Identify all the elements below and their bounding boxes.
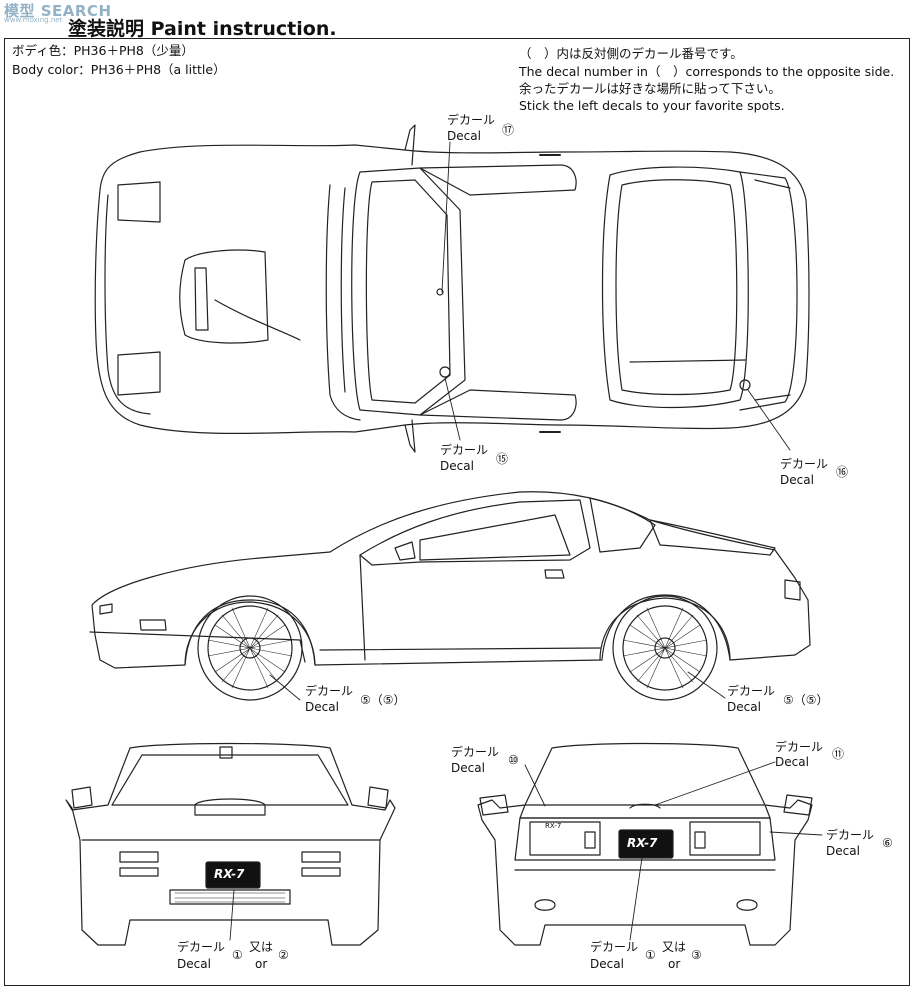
decal-5-front-num: ⑤（⑤） <box>360 693 406 707</box>
decal-5-front-jp: デカール <box>305 684 354 698</box>
leader-1-front <box>229 889 235 941</box>
front-plate-text: RX-7 <box>214 867 245 881</box>
decal-1-front-or-jp: 又は <box>249 940 274 954</box>
decal-10-jp: デカール <box>451 745 500 759</box>
decal-5-rear-num: ⑤（⑤） <box>783 693 829 707</box>
decal-10-num: ⑩ <box>508 753 519 767</box>
leader-1-rear <box>629 857 643 941</box>
note-2: The decal number in（ ）corresponds to the… <box>519 64 895 79</box>
top-view-car <box>94 124 810 453</box>
leader-16 <box>747 389 791 451</box>
decal-1-rear-or-en: or <box>668 957 681 971</box>
decal-1-rear-jp: デカール <box>590 940 639 954</box>
decal-3-num: ③ <box>691 948 702 962</box>
front-view-car <box>65 742 396 946</box>
decal-6-jp: デカール <box>826 828 875 842</box>
decal-17-en: Decal <box>447 129 481 143</box>
decal-1-front-en: Decal <box>177 957 211 971</box>
watermark-logo: 模型 SEARCH <box>4 2 112 20</box>
decal-10-en: Decal <box>451 761 485 775</box>
decal-17-jp: デカール <box>447 113 496 127</box>
watermark-url: www.moxing.net <box>4 16 63 24</box>
decal-6-en: Decal <box>826 844 860 858</box>
leader-10 <box>524 764 546 807</box>
leader-11 <box>654 761 776 806</box>
decal-11-num: ⑪ <box>832 747 845 761</box>
decal-16-en: Decal <box>780 473 814 487</box>
decal-11-en: Decal <box>775 755 809 769</box>
decal-1-front-or-en: or <box>255 957 268 971</box>
body-color-jp: ボディ色：PH36＋PH8（少量） <box>12 43 194 58</box>
decal-2-num: ② <box>278 948 289 962</box>
decal-1-front-jp: デカール <box>177 940 226 954</box>
decal-15-num: ⑮ <box>496 452 509 466</box>
leader-17 <box>441 141 451 293</box>
decal-5-front-en: Decal <box>305 700 339 714</box>
decal-15-jp: デカール <box>440 443 489 457</box>
decal-11-jp: デカール <box>775 740 824 754</box>
note-1: （ ）内は反対側のデカール番号です。 <box>519 46 743 61</box>
rear-plate-text: RX-7 <box>627 836 658 850</box>
instruction-frame <box>4 38 910 986</box>
leader-5-front <box>269 674 301 701</box>
decal-16-jp: デカール <box>780 457 829 471</box>
decal-15-en: Decal <box>440 459 474 473</box>
leader-5-rear <box>687 671 726 699</box>
note-3: 余ったデカールは好きな場所に貼って下さい。 <box>519 81 781 96</box>
note-4: Stick the left decals to your favorite s… <box>519 98 785 113</box>
leader-15 <box>444 377 461 441</box>
decal-1-rear-en: Decal <box>590 957 624 971</box>
decal-17-num: ⑰ <box>502 123 515 137</box>
side-view-car <box>89 491 811 701</box>
body-color-en: Body color：PH36＋PH8（a little） <box>12 62 226 77</box>
decal-1-rear-num: ① <box>645 948 656 962</box>
page-title: 塗装説明 Paint instruction. <box>68 18 337 40</box>
leader-6 <box>769 831 823 836</box>
decal-6-num: ⑥ <box>882 836 893 850</box>
decal-16-num: ⑯ <box>836 465 849 479</box>
wheel-mesh <box>207 607 708 689</box>
rear-view-car <box>477 742 813 946</box>
decal-5-rear-en: Decal <box>727 700 761 714</box>
rear-badge-text: RX-7 <box>545 822 562 830</box>
decal-1-rear-or-jp: 又は <box>662 940 687 954</box>
decal-5-rear-jp: デカール <box>727 684 776 698</box>
decal-1-front-num: ① <box>232 948 243 962</box>
